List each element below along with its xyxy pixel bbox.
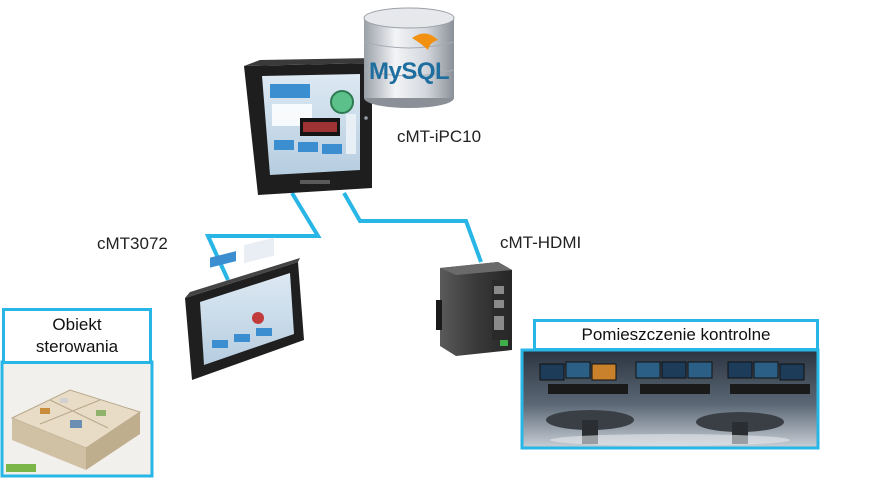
object-area-label-line1: Obiekt: [52, 315, 102, 334]
hmi-panel-device: [185, 237, 304, 380]
ipc-label: cMT-iPC10: [397, 127, 482, 146]
control-room-label: Pomieszczenie kontrolne: [533, 319, 819, 351]
link-ipc-hmi: [204, 191, 322, 281]
link-ipc-hdmi: [342, 192, 483, 263]
control-room-label-text: Pomieszczenie kontrolne: [581, 325, 771, 344]
mysql-database-icon: [363, 7, 455, 108]
mysql-logo-text: MySQL: [369, 58, 450, 85]
hdmi-label: cMT-HDMI: [500, 233, 582, 252]
control-room-image: [520, 348, 820, 450]
building-floorplan-image: [0, 360, 154, 478]
hdmi-box-device: [436, 262, 512, 356]
object-area-label-line2: sterowania: [35, 337, 119, 356]
ipc-panel-device: [244, 58, 374, 195]
object-area-label: Obiekt sterowania: [2, 308, 152, 364]
hmi-label: cMT3072: [97, 234, 168, 253]
